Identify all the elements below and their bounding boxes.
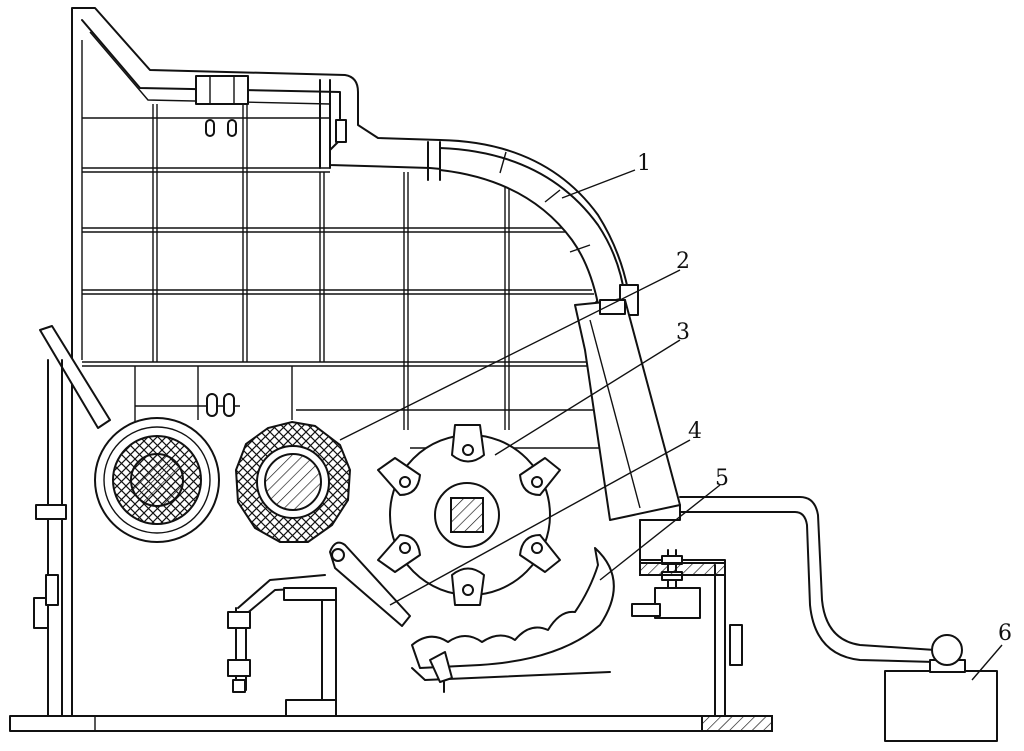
- pump-unit: [884, 634, 998, 742]
- leader-lines: [339, 169, 1003, 681]
- rotor: [377, 424, 561, 606]
- feed-roller-left: [94, 417, 220, 543]
- callout-2: 2: [676, 249, 690, 274]
- callout-6: 6: [998, 621, 1012, 646]
- callout-labels: 1 2 3 4 5 6: [637, 151, 1012, 646]
- rotor-hammers: [377, 424, 561, 606]
- hydraulic-hose: [679, 496, 936, 663]
- grinding-curved-plate: [411, 519, 726, 693]
- callout-3: 3: [676, 320, 690, 345]
- feed-roller-right-toothed: [234, 420, 352, 543]
- lower-impact-plate: [574, 299, 681, 521]
- breaker-plate-arm: [227, 541, 411, 717]
- callout-5: 5: [715, 466, 729, 491]
- crusher-housing: [33, 7, 743, 717]
- base-plate: [9, 715, 773, 732]
- liner-grid: [82, 104, 605, 449]
- callout-4: 4: [688, 419, 702, 444]
- callout-1: 1: [637, 151, 651, 176]
